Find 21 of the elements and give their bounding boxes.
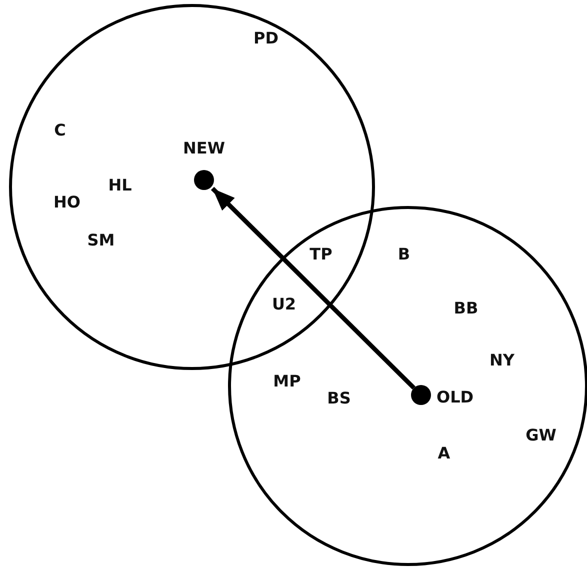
item-label: HL	[108, 176, 132, 194]
item-label: PD	[254, 28, 278, 48]
item-label: U2	[272, 294, 296, 314]
set-circle	[9, 4, 375, 370]
item-label: C	[54, 120, 66, 140]
point-label: NEW	[183, 138, 225, 158]
item-label: BB	[454, 298, 478, 318]
item-label: HO	[54, 192, 80, 212]
arrow	[210, 186, 416, 390]
item-label: B	[398, 244, 410, 264]
point-dot	[411, 385, 431, 405]
item-label: TP	[310, 244, 332, 264]
point-dot	[194, 170, 214, 190]
item-label: MP	[273, 372, 301, 390]
item-label: A	[438, 444, 450, 462]
set-circle	[228, 206, 587, 566]
item-label: SM	[87, 230, 115, 250]
item-label: GW	[526, 426, 556, 444]
point-label: OLD	[436, 388, 474, 406]
item-label: NY	[490, 350, 514, 370]
item-label: BS	[327, 388, 351, 408]
